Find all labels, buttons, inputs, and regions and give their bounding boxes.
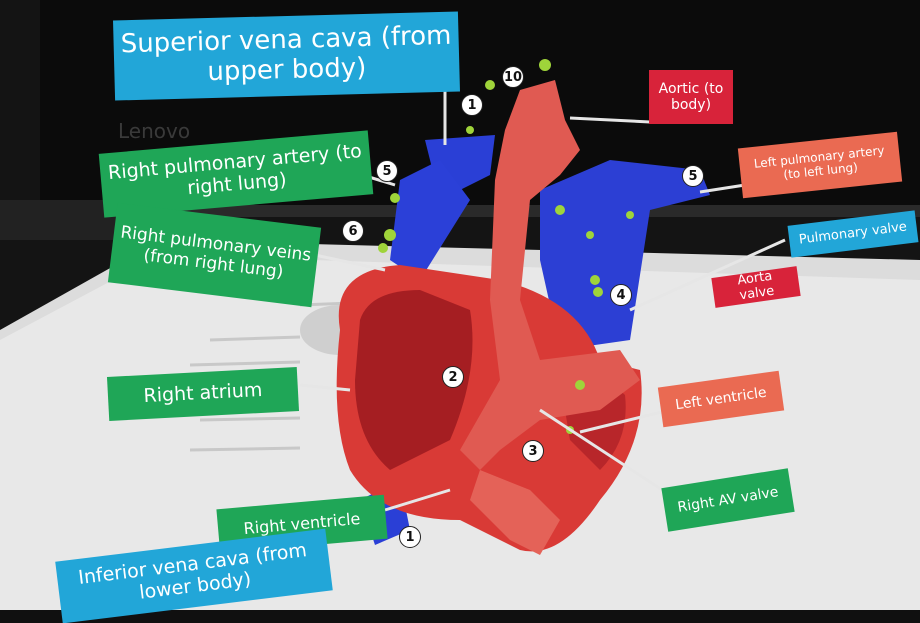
marker-number[interactable]: 2 <box>442 366 464 388</box>
marker-number[interactable]: 6 <box>342 220 364 242</box>
marker-number[interactable]: 5 <box>376 160 398 182</box>
label-aortic: Aortic (to body) <box>649 70 733 124</box>
marker-number[interactable]: 4 <box>610 284 632 306</box>
label-superior-vena-cava: Superior vena cava (from upper body) <box>113 11 460 100</box>
marker-number[interactable]: 1 <box>399 526 421 548</box>
marker-number[interactable]: 10 <box>502 66 524 88</box>
marker-number[interactable]: 5 <box>682 165 704 187</box>
brand-logo: Lenovo <box>118 119 190 143</box>
marker-number[interactable]: 1 <box>461 94 483 116</box>
marker-number[interactable]: 3 <box>522 440 544 462</box>
